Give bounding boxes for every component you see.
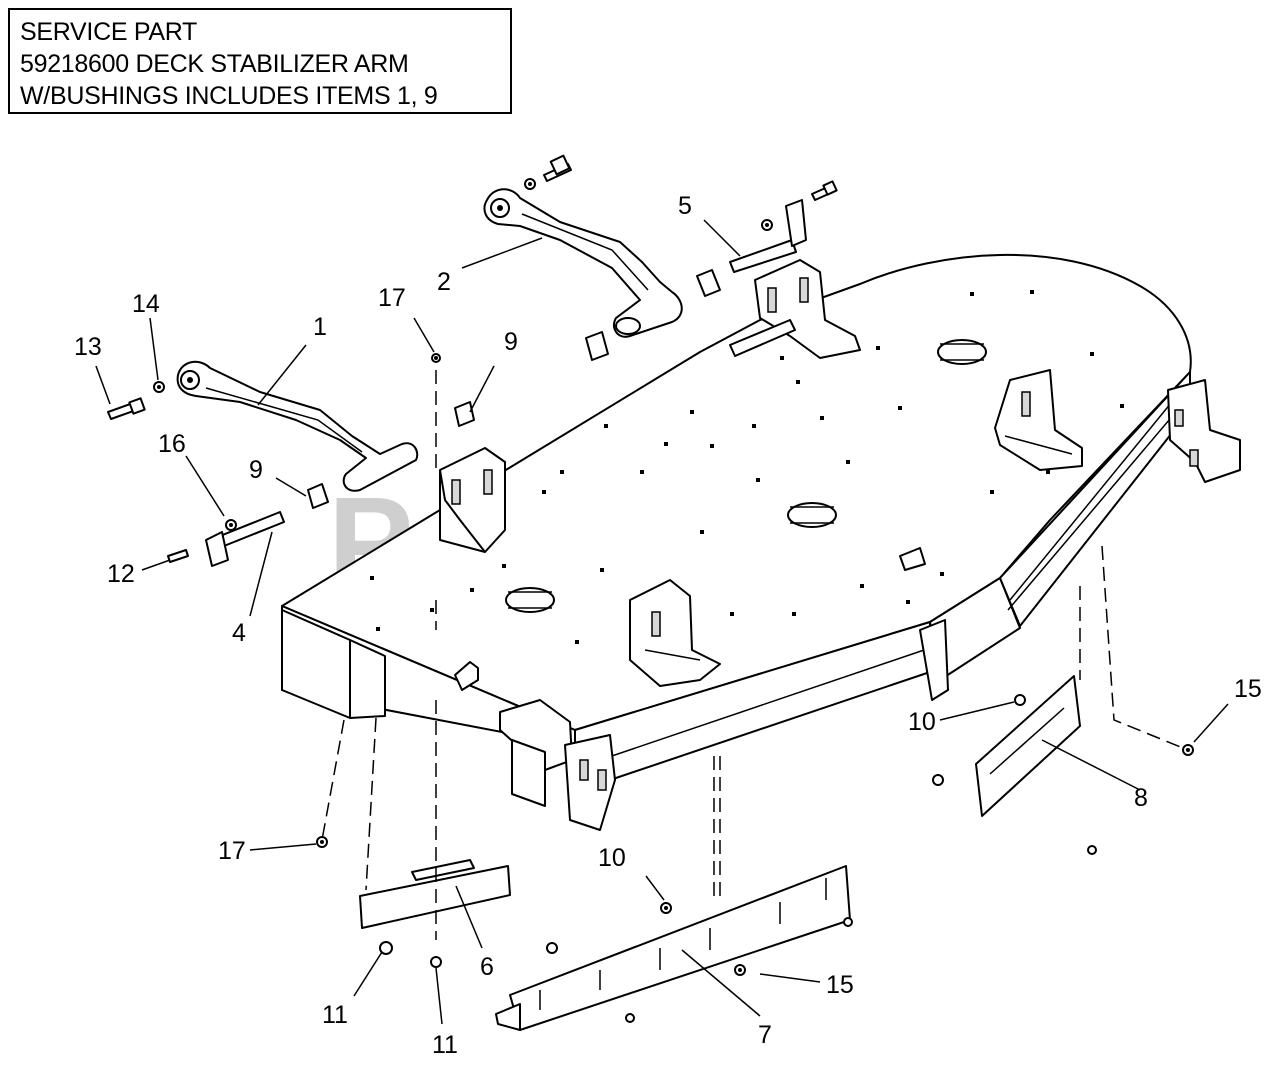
spindle-openings (505, 339, 987, 613)
callout-labels: 1 2 4 5 6 7 8 9 9 10 10 11 11 12 13 14 1… (74, 192, 1262, 1059)
lower-hardware (107, 353, 475, 567)
callout-8[interactable]: 8 (1134, 784, 1148, 812)
service-note-line-2: 59218600 DECK STABILIZER ARM (20, 50, 409, 78)
callout-15-right[interactable]: 15 (1234, 675, 1262, 703)
deck-tab (899, 547, 926, 571)
side-plate[interactable] (975, 675, 1081, 817)
mower-deck[interactable] (281, 254, 1192, 781)
callout-1[interactable]: 1 (313, 313, 327, 341)
stabilizer-arm-upper[interactable] (483, 188, 683, 338)
deck-clip (454, 661, 479, 691)
callout-16[interactable]: 16 (158, 430, 186, 458)
upper-hardware (524, 154, 838, 361)
baffle-plate[interactable] (359, 859, 511, 929)
deck-mount-brackets (439, 259, 1241, 831)
service-note-line-1: SERVICE PART (20, 18, 198, 46)
leader-lines (95, 219, 1229, 1025)
callout-12[interactable]: 12 (107, 560, 135, 588)
callout-11-center[interactable]: 11 (432, 1031, 458, 1059)
callout-17-lower[interactable]: 17 (218, 837, 246, 865)
service-part-note: SERVICE PART 59218600 DECK STABILIZER AR… (8, 8, 512, 114)
callout-13[interactable]: 13 (74, 333, 102, 361)
stabilizer-arm-lower[interactable] (176, 360, 419, 492)
loose-hardware (316, 694, 1194, 1023)
callout-10-side[interactable]: 10 (908, 708, 936, 736)
service-note-line-3: W/BUSHINGS INCLUDES ITEMS 1, 9 (20, 82, 438, 110)
callout-7[interactable]: 7 (758, 1021, 772, 1049)
callout-15-front[interactable]: 15 (826, 971, 854, 999)
callout-6[interactable]: 6 (480, 953, 494, 981)
callout-2[interactable]: 2 (437, 268, 451, 296)
callout-10-front[interactable]: 10 (598, 844, 626, 872)
callout-14[interactable]: 14 (132, 290, 160, 318)
callout-17-upper[interactable]: 17 (378, 284, 406, 312)
callout-4[interactable]: 4 (232, 619, 246, 647)
alignment-lines (321, 370, 1189, 940)
callout-5[interactable]: 5 (678, 192, 692, 220)
callout-11-left[interactable]: 11 (322, 1001, 348, 1029)
callout-9-lower[interactable]: 9 (249, 456, 263, 484)
callout-9-upper[interactable]: 9 (504, 328, 518, 356)
deck-holes (370, 290, 1124, 644)
